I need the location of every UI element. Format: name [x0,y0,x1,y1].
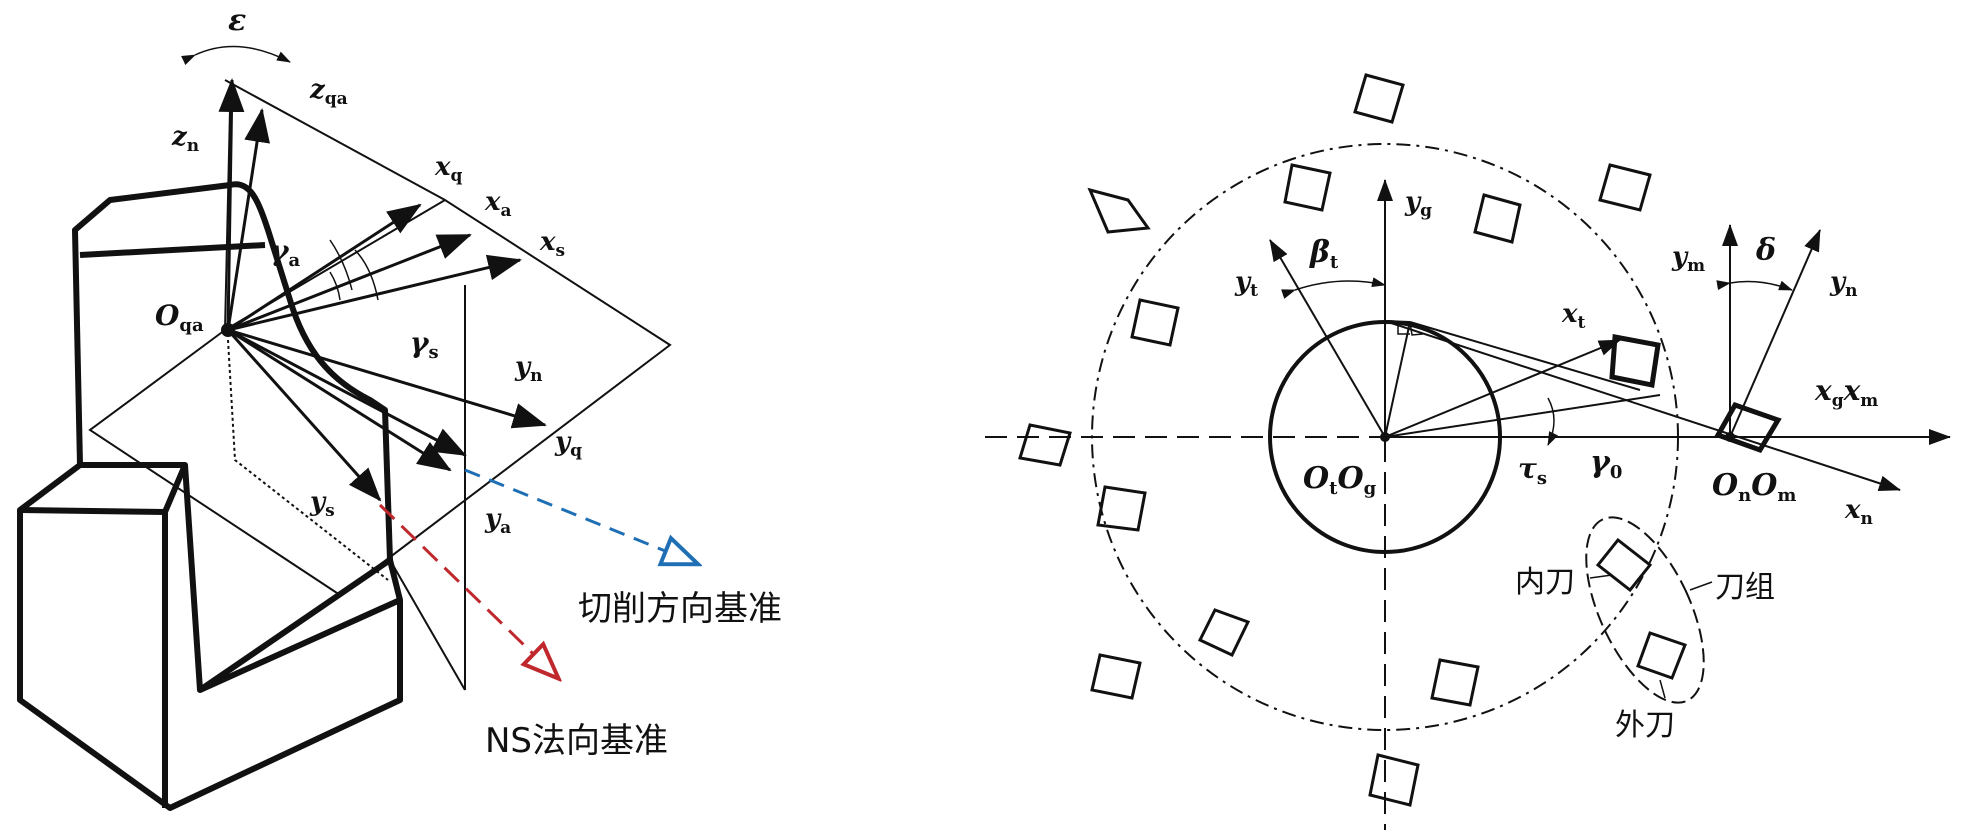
origin-o-qa-dot [221,323,235,337]
beta-t-label: βt [1309,235,1339,273]
o-t-o-g-label: OtOg [1303,461,1377,499]
y-q-label: yq [554,427,582,461]
gamma-a-label: γa [270,234,300,271]
outer-blade-insert [1636,631,1687,680]
inner-blade-label: 内刀 [1515,565,1575,600]
blade-insert [1598,163,1652,212]
y-m-label: ym [1671,242,1705,276]
blade-insert [1087,187,1151,234]
cutter-blade-figure: ε zqa zn Oqa γa γs xq xa xs yn yq ys ya … [17,3,782,811]
ns-normal-label: NS法向基准 [485,721,668,761]
outer-blade-label: 外刀 [1615,708,1675,743]
inner-blade-insert [1595,537,1653,593]
angle-arcs [181,45,379,301]
blade-insert [1353,73,1405,124]
x-a-axis [227,233,472,332]
o-n-o-m-label: OnOm [1712,468,1796,506]
epsilon-label: ε [228,3,246,38]
y-t-label: yt [1234,267,1258,301]
axes [1269,179,1951,492]
blade-insert [1096,485,1147,532]
blade-insert [1197,608,1251,657]
x-q-axis [227,203,422,332]
y-q-axis [227,328,467,457]
beta-t-arc [1281,277,1386,299]
x-a-label: xa [484,187,512,221]
gamma-0-label: γ0 [1590,445,1622,483]
o-qa-label: Oqa [155,299,204,336]
x-n-label: xn [1844,495,1873,529]
x-q-label: xq [434,152,463,186]
axes-bundle [218,78,547,502]
blade-insert [1473,193,1522,244]
blade-insert [1368,753,1420,807]
y-g-label: yg [1404,187,1432,221]
gamma-s-label: γs [410,326,439,363]
blade-insert [1018,423,1072,467]
y-a-axis [227,328,452,472]
cutting-direction-arrow [464,468,700,567]
blade-group-label: 刀组 [1715,570,1775,605]
y-a-label: ya [484,504,511,538]
y-n-label: yn [514,352,542,386]
ns-normal-arrow [378,503,560,680]
blade-insert [1609,334,1661,388]
blade-insert [1714,401,1782,454]
y-s-label: ys [309,487,335,521]
blade-group-ellipse [1585,516,1705,704]
cutter-head-figure: yg βt yt xt OtOg τs γ0 ym δ yn xgxm OnOm… [985,73,1951,830]
z-qa-axis [226,108,270,331]
blade-inserts [1018,73,1782,807]
y-n-axis [1729,229,1821,438]
origin-o-t-dot [1380,432,1390,442]
y-n-axis [227,328,547,429]
y-t-axis [1269,239,1386,438]
right-angle-marker [1409,321,1424,336]
delta-arc [1716,280,1793,291]
x-n-axis [1384,320,1901,492]
z-qa-label: zqa [309,75,348,109]
blade-insert [1130,298,1180,347]
z-n-axis [218,78,245,331]
z-n-label: zn [171,122,199,156]
hidden-edge [227,339,389,581]
right-angle-marker [1397,322,1410,335]
blade-insert [1283,163,1332,212]
tau-s-arc [1547,397,1559,446]
x-t-axis [1384,339,1621,438]
x-s-label: xs [539,227,565,261]
y-s-axis [226,329,382,502]
blade-body [17,181,403,811]
blade-insert [1430,658,1480,707]
blade-insert [1090,653,1142,700]
callout-leaders [1589,574,1713,699]
delta-label: δ [1755,233,1776,268]
tau-s-label: τs [1518,452,1547,489]
x-g-x-m-label: xgxm [1814,374,1878,411]
y-n-label: yn [1829,267,1857,301]
x-s-axis [227,254,522,332]
cutting-direction-label: 切削方向基准 [578,589,782,629]
x-t-label: xt [1561,299,1586,333]
